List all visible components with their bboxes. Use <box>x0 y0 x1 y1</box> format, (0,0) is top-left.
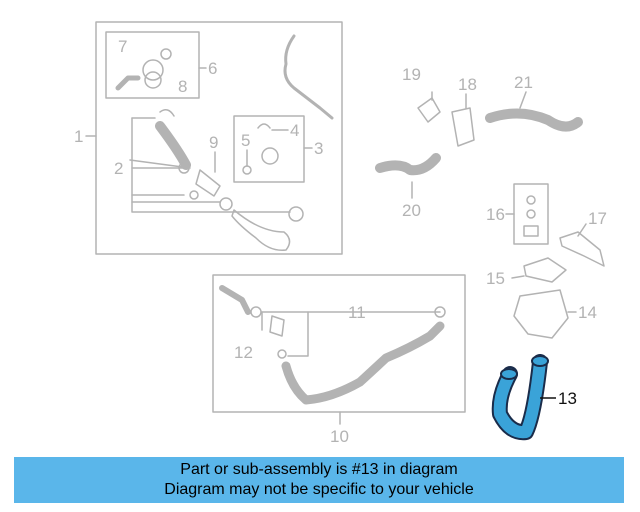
callout-9: 9 <box>209 133 218 152</box>
callout-8: 8 <box>178 77 187 96</box>
callout-1: 1 <box>74 127 83 146</box>
callout-4: 4 <box>290 121 299 140</box>
banner-line-2: Diagram may not be specific to your vehi… <box>164 481 474 498</box>
callout-18: 18 <box>458 75 477 94</box>
parts-diagram: 1 2 3 4 5 6 7 8 9 10 11 12 13 14 15 16 1… <box>74 21 607 446</box>
subassembly-box-6 <box>105 31 200 99</box>
callout-12: 12 <box>234 343 253 362</box>
callout-19: 19 <box>402 65 421 84</box>
part-13-hose[interactable] <box>491 354 556 441</box>
assembly-box-1 <box>95 21 343 255</box>
callout-14: 14 <box>578 303 597 322</box>
callout-6: 6 <box>208 59 217 78</box>
callout-20: 20 <box>402 201 421 220</box>
callout-7: 7 <box>118 37 127 56</box>
callout-17: 17 <box>588 209 607 228</box>
callout-2: 2 <box>114 159 123 178</box>
callout-3: 3 <box>314 139 323 158</box>
callout-15: 15 <box>486 269 505 288</box>
callout-11: 11 <box>348 303 366 322</box>
part-info-banner: Part or sub-assembly is #13 in diagram D… <box>14 457 624 503</box>
callout-16: 16 <box>486 205 505 224</box>
assembly-box-10 <box>212 274 466 413</box>
callout-5: 5 <box>241 131 250 150</box>
subassembly-box-3 <box>233 115 305 183</box>
callout-13: 13 <box>558 389 577 408</box>
banner-line-1: Part or sub-assembly is #13 in diagram <box>180 461 458 478</box>
callout-10: 10 <box>330 427 349 446</box>
callout-21: 21 <box>514 73 533 92</box>
